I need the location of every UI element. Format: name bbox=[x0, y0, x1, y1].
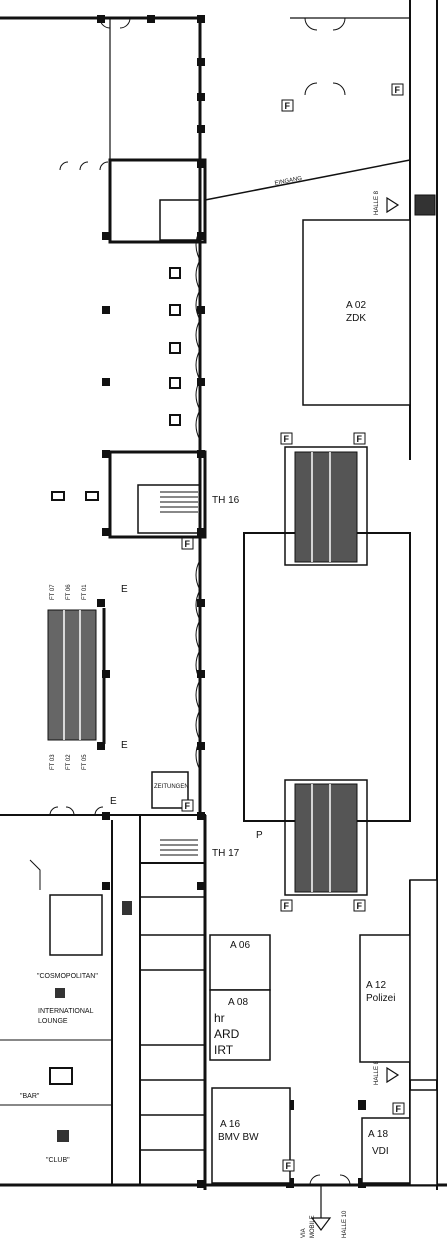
exit-marker-label: E bbox=[110, 796, 117, 807]
f-marker-label: F bbox=[395, 85, 401, 95]
escalator-hall bbox=[47, 194, 436, 896]
escalator-label-top: FT 07 bbox=[50, 584, 56, 600]
venue-bar: "BAR" bbox=[20, 1093, 40, 1100]
halle10-label: HALLE 10 bbox=[342, 1210, 348, 1238]
stand-a08-line3: IRT bbox=[214, 1043, 234, 1057]
venue-pattern-tiles bbox=[55, 901, 132, 1142]
escalator-label-bottom: FT 03 bbox=[50, 754, 56, 770]
venue-club: "CLUB" bbox=[46, 1157, 70, 1164]
stand-a02-code: A 02 bbox=[346, 300, 366, 311]
exit-marker-label: E bbox=[121, 740, 128, 751]
small-annotations: EINGANG ZEITUNGEN HALLE 8 HALLE 8 VIA MO… bbox=[154, 176, 380, 1238]
stand-a16-name: BMV BW bbox=[218, 1132, 259, 1143]
stand-a18-name: VDI bbox=[372, 1146, 389, 1157]
f-marker-label: F bbox=[185, 801, 191, 811]
stand-a06 bbox=[209, 934, 271, 991]
f-marker bbox=[181, 537, 194, 550]
eingang-label: EINGANG bbox=[274, 176, 303, 187]
escalator-label-bottom: FT 02 bbox=[66, 754, 72, 770]
escalator-labels: FT 07 FT 06 FT 01 FT 03 FT 02 FT 05 bbox=[50, 584, 88, 770]
small-booths bbox=[49, 267, 181, 1085]
f-marker bbox=[392, 1102, 405, 1115]
escalator-label-top: FT 06 bbox=[66, 584, 72, 600]
stand-a02-name: ZDK bbox=[346, 313, 366, 324]
stand-a08-code: A 08 bbox=[228, 997, 248, 1008]
stand-a08-line2: ARD bbox=[214, 1027, 240, 1041]
corridor-zigzag-wall bbox=[195, 229, 201, 771]
stand-a16-code: A 16 bbox=[220, 1119, 240, 1130]
f-marker-label: F bbox=[285, 101, 291, 111]
f-marker-label: F bbox=[357, 901, 363, 911]
stair-labels: TH 16 TH 17 E E E P bbox=[110, 495, 263, 859]
stand-a12-code: A 12 bbox=[366, 980, 386, 991]
stand-a18 bbox=[361, 1117, 411, 1184]
halle8-label-top: HALLE 8 bbox=[374, 190, 380, 215]
f-marker-label: F bbox=[286, 1161, 292, 1171]
halle8-label-bottom: HALLE 8 bbox=[374, 1060, 380, 1085]
service-rooms bbox=[0, 158, 207, 1185]
f-marker-label: F bbox=[396, 1104, 402, 1114]
zeitungen-label: ZEITUNGEN bbox=[154, 784, 189, 790]
mobile-label: MOBILE bbox=[310, 1215, 316, 1238]
f-marker bbox=[353, 432, 366, 445]
f-marker bbox=[280, 432, 293, 445]
escalator-label-top: FT 01 bbox=[82, 584, 88, 600]
exhibition-stands bbox=[209, 219, 438, 1186]
via-label: VIA bbox=[301, 1228, 307, 1238]
f-marker bbox=[280, 899, 293, 912]
stand-a12-name: Polizei bbox=[366, 993, 395, 1004]
stand-a06-code: A 06 bbox=[230, 940, 250, 951]
f-marker bbox=[282, 1159, 295, 1172]
stair-th17-label: TH 17 bbox=[212, 848, 240, 859]
stand-a08-line1: hr bbox=[214, 1011, 225, 1025]
parking-marker-label: P bbox=[256, 830, 263, 841]
stand-a16 bbox=[211, 1087, 291, 1184]
stand-a08 bbox=[209, 989, 271, 1061]
f-marker-label: F bbox=[185, 539, 191, 549]
direction-arrows bbox=[310, 196, 400, 1231]
fire-extinguisher-markers: F F F F F F F F F F bbox=[181, 83, 405, 1172]
f-marker bbox=[391, 83, 404, 96]
venue-international: INTERNATIONAL bbox=[38, 1008, 94, 1015]
stair-treads bbox=[160, 491, 198, 856]
f-marker-label: F bbox=[284, 901, 290, 911]
f-marker bbox=[281, 99, 294, 112]
stand-a12 bbox=[359, 934, 411, 1063]
stand-a18-code: A 18 bbox=[368, 1129, 388, 1140]
escalator-label-bottom: FT 05 bbox=[82, 754, 88, 770]
venue-labels: "COSMOPOLITAN" INTERNATIONAL LOUNGE "BAR… bbox=[20, 973, 98, 1164]
stand-a02 bbox=[302, 219, 411, 406]
stair-th16-label: TH 16 bbox=[212, 495, 240, 506]
venue-cosmopolitan: "COSMOPOLITAN" bbox=[37, 973, 98, 980]
f-marker-label: F bbox=[357, 434, 363, 444]
f-marker-label: F bbox=[284, 434, 290, 444]
venue-lounge: LOUNGE bbox=[38, 1018, 68, 1025]
exit-marker-label: E bbox=[121, 584, 128, 595]
f-marker bbox=[353, 899, 366, 912]
stand-labels: A 02 ZDK A 06 A 08 hr ARD IRT A 12 Poliz… bbox=[214, 300, 395, 1157]
f-marker bbox=[181, 799, 194, 812]
